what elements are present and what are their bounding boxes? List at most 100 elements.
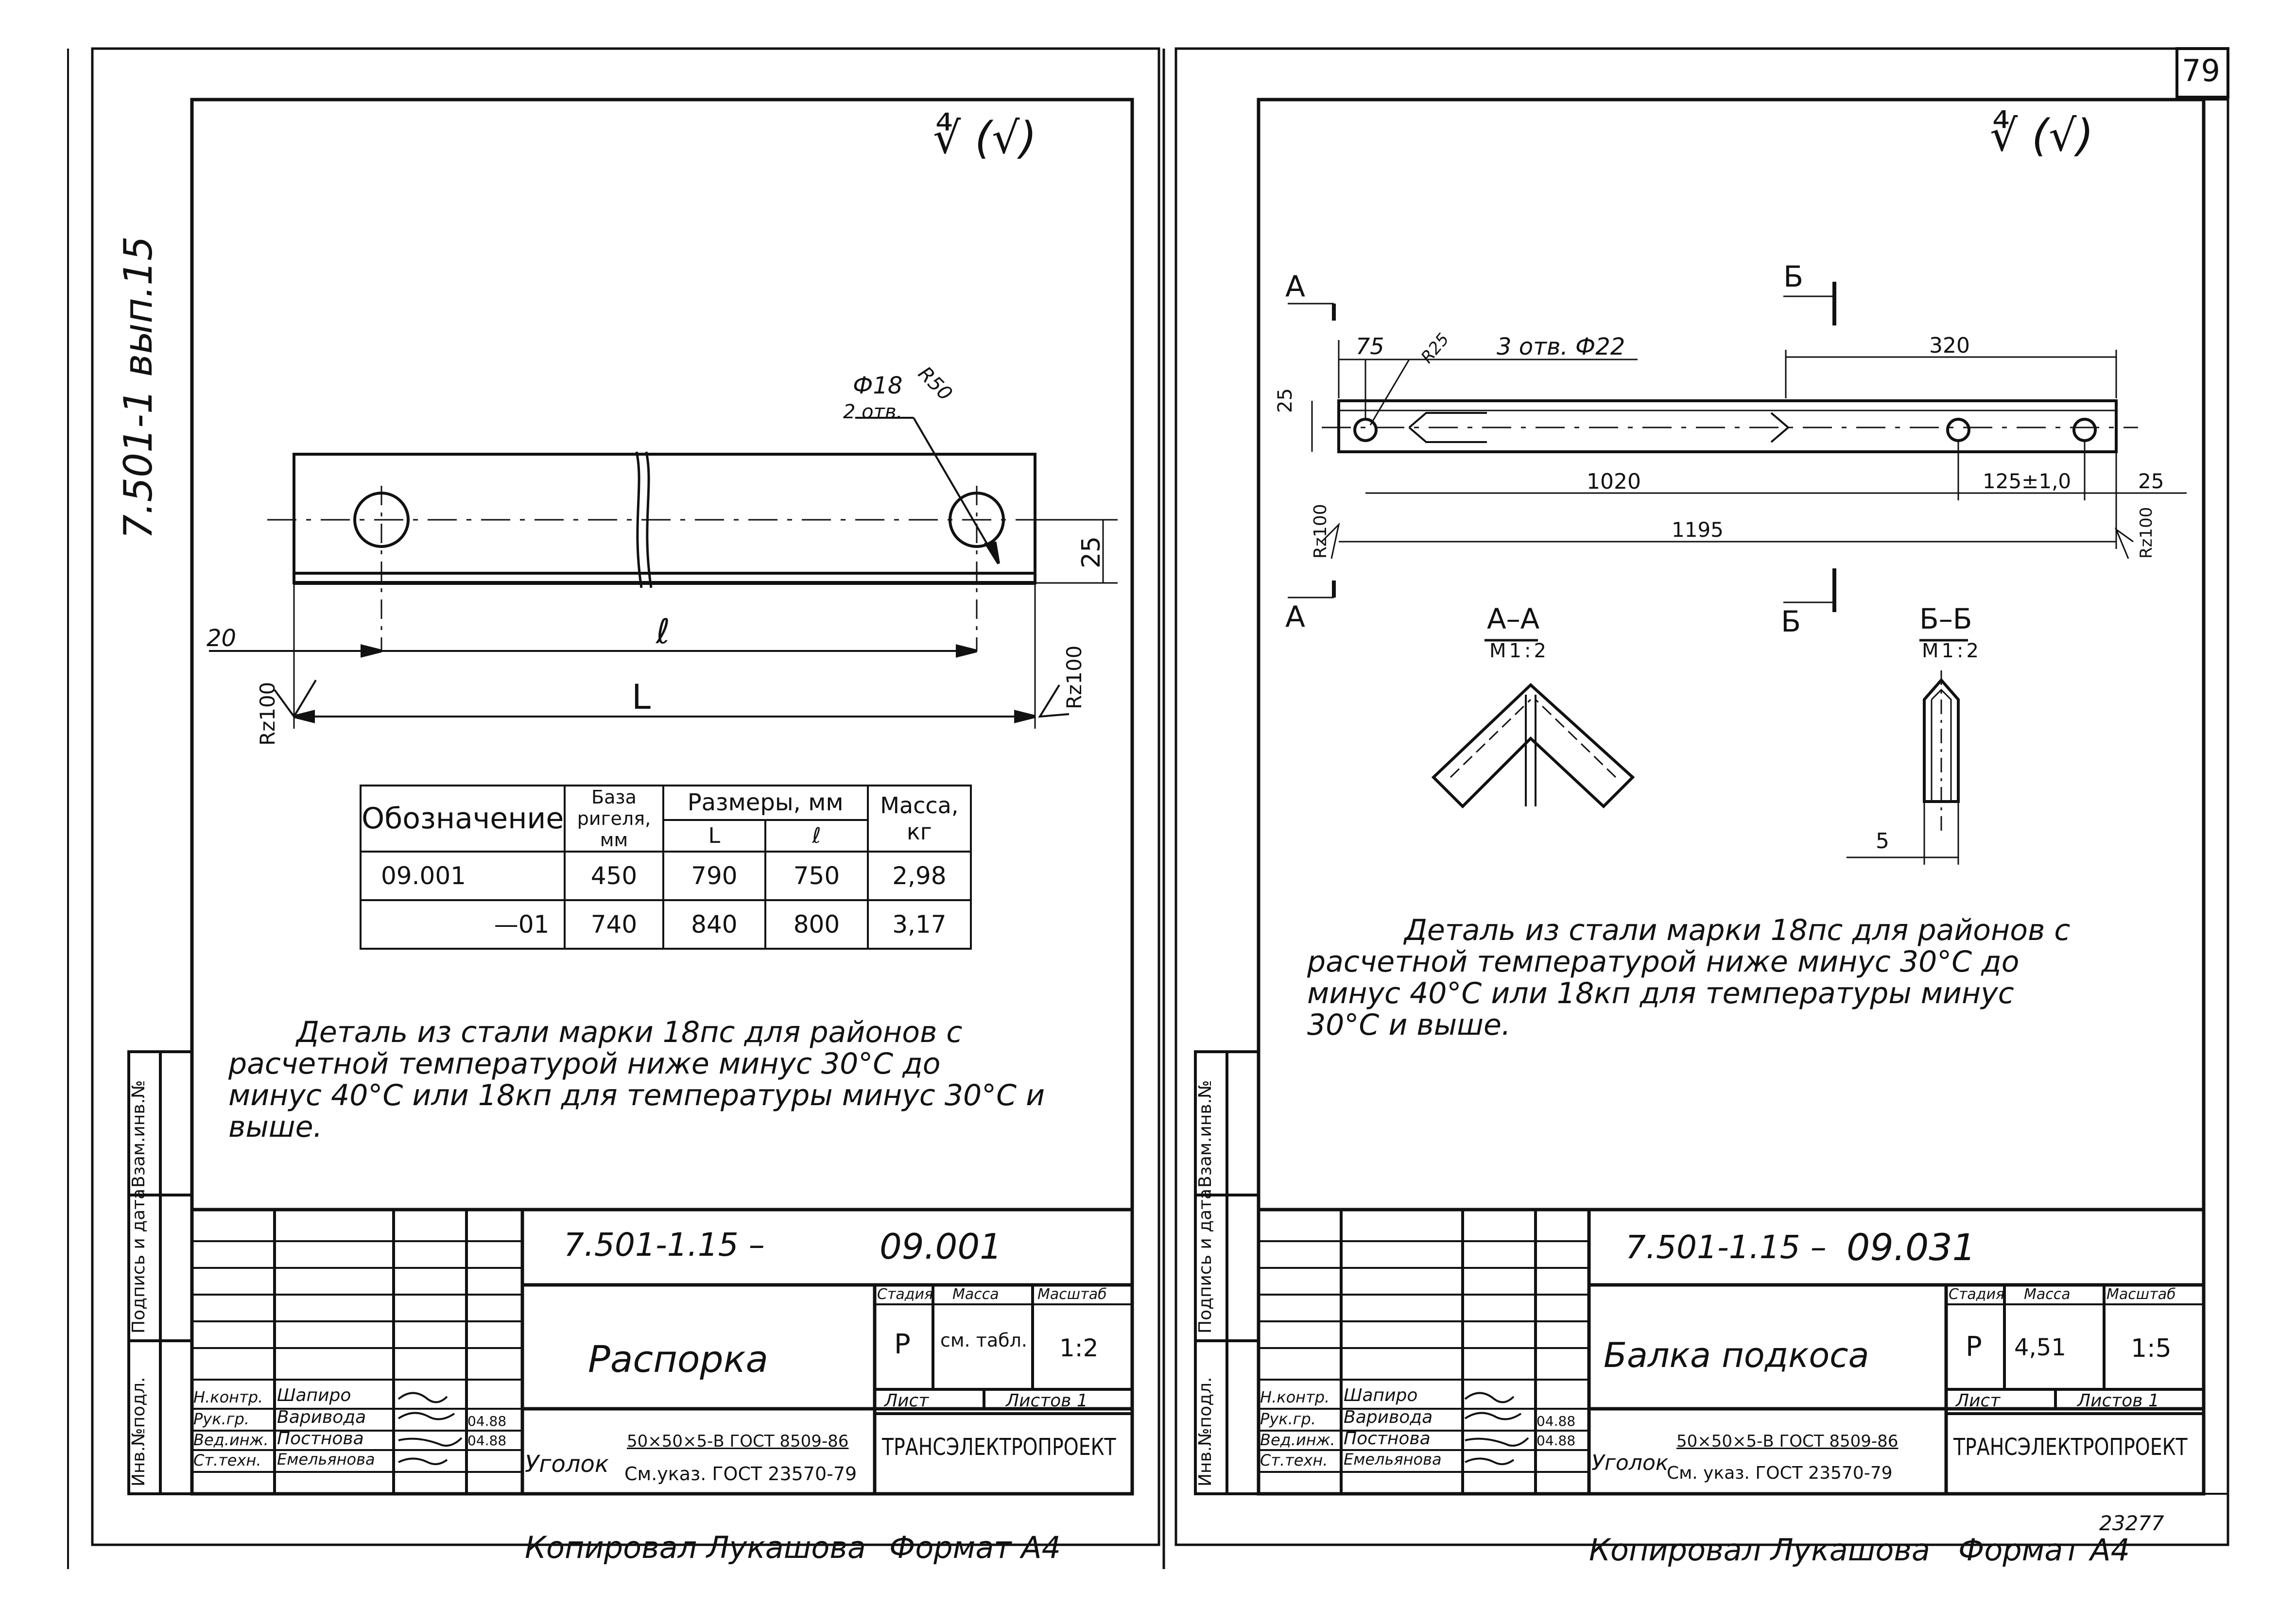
- right-tb-mass: 4,51: [2014, 1334, 2066, 1361]
- left-tb-scale-h: Масштаб: [1037, 1286, 1107, 1303]
- right-title-block: [1257, 1208, 2206, 1496]
- right-holes-label: 3 отв. Ф22: [1497, 333, 1625, 360]
- left-person-name: Емельянова: [277, 1450, 375, 1469]
- left-tb-material-2: 50×50×5-В ГОСТ 8509-86: [627, 1432, 849, 1451]
- left-note-line-4: выше.: [228, 1110, 323, 1144]
- left-person-role: Н.контр.: [193, 1388, 263, 1406]
- right-tb-scale-h: Масштаб: [2106, 1286, 2176, 1303]
- left-person-role: Ст.техн.: [193, 1451, 261, 1469]
- left-tb-material-3: См.указ. ГОСТ 23570-79: [624, 1463, 857, 1485]
- left-tb-scale: 1:2: [1059, 1334, 1099, 1362]
- page-number-box: [2175, 47, 2229, 99]
- right-tb-material-2: 50×50×5-В ГОСТ 8509-86: [1676, 1432, 1899, 1451]
- right-dim-1195: 1195: [1672, 518, 1724, 542]
- right-side-label-2: Подпись и дата: [1195, 1188, 1215, 1333]
- right-person-role: Вед.инж.: [1260, 1431, 1335, 1449]
- cell-L: 790: [662, 851, 767, 901]
- right-rz-left: Rz100: [1311, 504, 1330, 559]
- cell-designation: 09.001: [359, 851, 566, 901]
- left-dim-20: 20: [207, 625, 237, 652]
- cell-base: 740: [564, 899, 664, 950]
- right-section-AA-scale: М1:2: [1489, 640, 1549, 662]
- right-tb-material-3: См. указ. ГОСТ 23570-79: [1667, 1463, 1893, 1483]
- right-tb-scale: 1:5: [2131, 1334, 2172, 1363]
- right-section-A-bottom: А: [1285, 600, 1306, 634]
- archive-number: 23277: [2099, 1511, 2164, 1535]
- right-note-line-2: расчетной температурой ниже минус 30°С д…: [1307, 945, 2020, 979]
- left-series-margin: 7.501-1 вып.15: [116, 236, 161, 539]
- right-tb-org: ТРАНСЭЛЕКТРОПРОЕКТ: [1953, 1434, 2188, 1461]
- left-person-date: 04.88: [467, 1433, 507, 1449]
- format-left: Формат А4: [889, 1530, 1061, 1565]
- left-rz-left: Rz100: [256, 682, 279, 746]
- th-L: L: [662, 819, 767, 853]
- right-tb-name: Балка подкоса: [1604, 1335, 1869, 1375]
- right-section-B-bottom: Б: [1781, 605, 1801, 639]
- left-roughness-mark: ∜ (√): [933, 113, 1037, 164]
- th-mass: Масса, кг: [866, 785, 972, 853]
- table-row: —01 740 840 800 3,17: [359, 899, 972, 950]
- left-dim-25: 25: [1077, 536, 1106, 568]
- left-person-name: Постнова: [277, 1429, 364, 1449]
- left-person-role: Вед.инж.: [193, 1431, 269, 1449]
- left-note-line-2: расчетной температурой ниже минус 30°С д…: [228, 1047, 941, 1081]
- right-part-drawing: [1288, 282, 2187, 865]
- page-number: 79: [2182, 53, 2220, 88]
- right-person-name: Емельянова: [1344, 1450, 1442, 1469]
- right-person-role: Ст.техн.: [1260, 1451, 1328, 1469]
- left-tb-name: Распорка: [588, 1337, 769, 1381]
- left-tb-sheets-h: Листов 1: [1006, 1391, 1088, 1411]
- right-rz-right: Rz100: [2137, 507, 2156, 559]
- cell-L: 840: [662, 899, 767, 950]
- left-dim-l: ℓ: [656, 612, 670, 651]
- left-tb-mass: см. табл.: [940, 1330, 1027, 1351]
- right-person-name: Шапиро: [1344, 1385, 1418, 1405]
- right-dim-25b: 25: [2138, 469, 2164, 493]
- right-dim-1020: 1020: [1587, 469, 1641, 494]
- right-person-name: Варивода: [1344, 1407, 1433, 1427]
- cell-l: 800: [764, 899, 869, 950]
- left-note-line-1: Деталь из стали марки 18пс для районов с: [296, 1015, 963, 1049]
- right-side-label-3: Взам.инв.№: [1195, 1080, 1215, 1188]
- th-l: ℓ: [764, 819, 869, 853]
- cell-l: 750: [764, 851, 869, 901]
- right-section-AA: А–А: [1487, 602, 1540, 635]
- right-dim-5: 5: [1876, 829, 1889, 854]
- left-part-drawing: [209, 417, 1118, 729]
- left-hole-label: Ф18: [853, 372, 903, 399]
- right-dim-125: 125±1,0: [1983, 469, 2072, 493]
- right-tb-code: 7.501-1.15 –: [1625, 1229, 1827, 1266]
- left-person-role: Рук.гр.: [193, 1410, 250, 1428]
- left-side-label-1: Инв.№подл.: [129, 1377, 149, 1486]
- left-person-name: Шапиро: [277, 1385, 351, 1405]
- right-dim-75: 75: [1356, 333, 1384, 359]
- cell-mass: 3,17: [866, 899, 972, 950]
- left-hole-count: 2 отв.: [843, 401, 903, 423]
- copied-by-left: Копировал Лукашова: [525, 1530, 866, 1565]
- th-base: База ригеля, мм: [564, 785, 664, 853]
- left-tb-mass-h: Масса: [952, 1286, 999, 1303]
- left-rz-right: Rz100: [1062, 645, 1086, 709]
- right-tb-stage: Р: [1966, 1331, 1982, 1363]
- right-tb-material-1: Уголок: [1591, 1451, 1669, 1475]
- right-person-name: Постнова: [1344, 1429, 1431, 1449]
- left-side-label-2: Подпись и дата: [129, 1188, 149, 1333]
- right-side-label-1: Инв.№подл.: [1195, 1377, 1215, 1486]
- right-roughness-mark: ∜ (√): [1990, 110, 2094, 161]
- right-dim-25a: 25: [1274, 388, 1296, 413]
- left-tb-material-1: Уголок: [525, 1451, 609, 1478]
- right-dim-320: 320: [1929, 333, 1970, 358]
- cell-base: 450: [564, 851, 664, 901]
- cell-designation: —01: [359, 899, 566, 950]
- right-tb-sheets-h: Листов 1: [2077, 1391, 2159, 1411]
- right-note-line-4: 30°С и выше.: [1307, 1008, 1511, 1042]
- left-tb-org: ТРАНСЭЛЕКТРОПРОЕКТ: [882, 1434, 1116, 1461]
- left-tb-sheet-h: Лист: [884, 1391, 929, 1411]
- left-person-date: 04.88: [467, 1413, 507, 1429]
- th-designation: Обозначение: [359, 785, 566, 853]
- right-section-A-top: А: [1285, 270, 1306, 304]
- right-person-date: 04.88: [1536, 1433, 1576, 1449]
- left-spec-table: Обозначение База ригеля, мм Размеры, мм …: [359, 785, 972, 950]
- right-section-B-top: Б: [1783, 260, 1804, 294]
